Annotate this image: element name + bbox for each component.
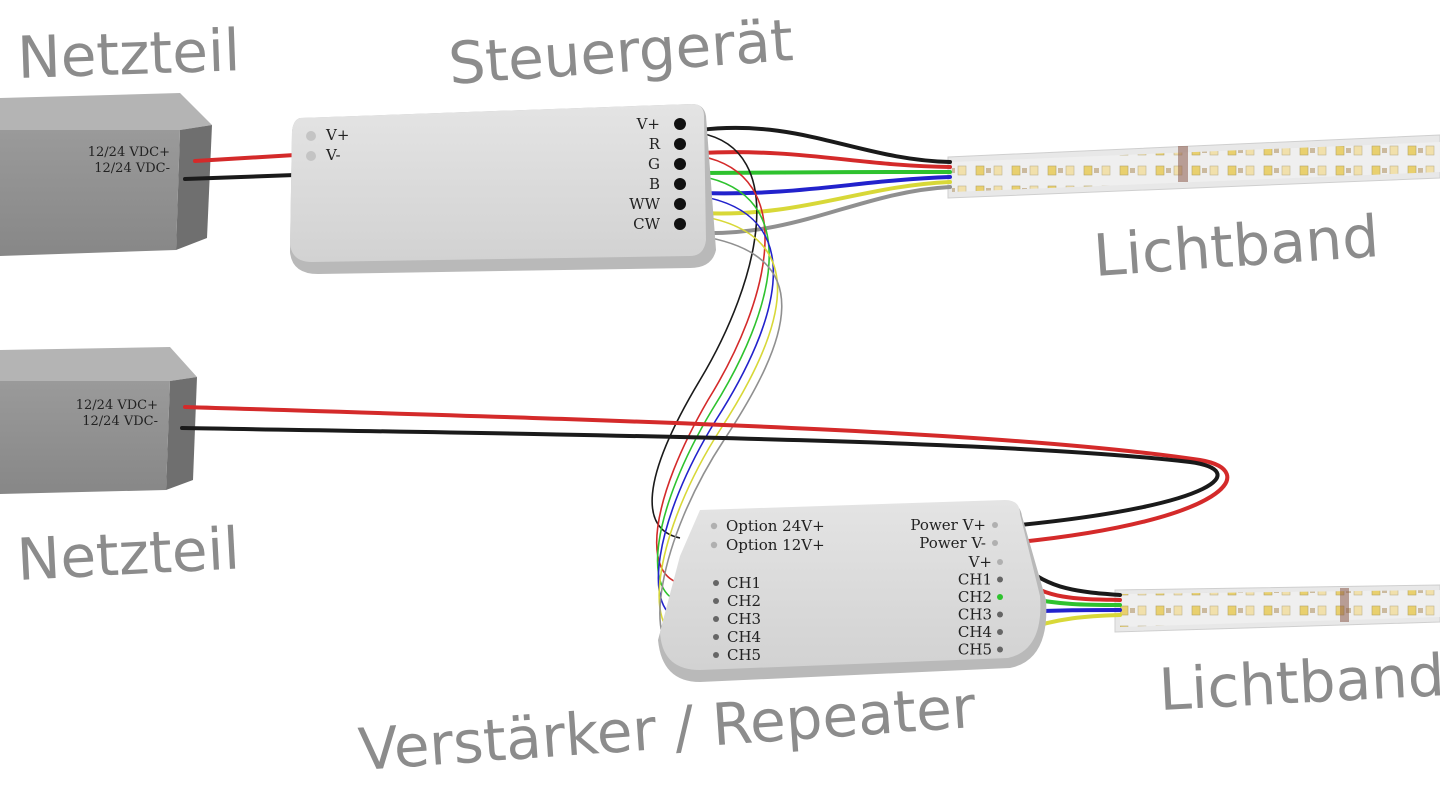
repeater-power-label: Power V- — [919, 534, 986, 552]
psu-bottom-plus-label: 12/24 VDC+ — [76, 398, 158, 413]
repeater-output-terminal — [997, 576, 1003, 583]
power-supply-bottom: 12/24 VDC+ 12/24 VDC- — [0, 347, 197, 494]
repeater-output-terminal — [997, 559, 1003, 565]
controller-input-plus-label: V+ — [325, 126, 349, 144]
power-supply-top: 12/24 VDC+ 12/24 VDC- — [0, 93, 212, 256]
repeater-input-label: CH1 — [727, 574, 761, 592]
controller-to-strip-wires — [698, 125, 952, 236]
repeater-output-terminal — [997, 594, 1003, 600]
controller-output-terminal — [674, 158, 686, 170]
controller-output-terminal — [674, 218, 686, 230]
repeater-option-label: Option 24V+ — [726, 517, 825, 535]
controller-to-repeater-signal-wires — [651, 132, 783, 657]
repeater-option-terminal — [710, 541, 718, 549]
psu-bottom-to-repeater-wires — [180, 405, 1230, 544]
repeater-power-terminal — [992, 522, 998, 528]
repeater-input-terminal — [713, 580, 719, 586]
repeater-output-label: V+ — [968, 553, 992, 571]
repeater-input-terminal — [713, 616, 719, 622]
repeater-input-label: CH3 — [727, 610, 761, 628]
led-strip-bottom — [1114, 584, 1440, 633]
repeater-output-terminal — [997, 646, 1003, 653]
controller-input-minus-label: V- — [325, 146, 341, 164]
repeater-label: Verstärker / Repeater — [356, 673, 978, 784]
netzteil-bottom-label: Netzteil — [15, 514, 241, 594]
lichtband-top-label: Lichtband — [1091, 202, 1381, 290]
repeater-option-terminal — [710, 522, 718, 530]
controller-output-label: B — [649, 175, 660, 193]
controller-output-label: WW — [629, 195, 660, 213]
repeater-input-terminal — [713, 652, 719, 658]
repeater-output-label: CH1 — [958, 571, 992, 589]
controller-box: V+ V- V+ RGB WW CW — [290, 104, 716, 274]
repeater-option-label: Option 12V+ — [726, 536, 825, 554]
controller-output-label: G — [648, 155, 660, 173]
repeater-output-terminal — [997, 629, 1003, 635]
controller-output-label: CW — [633, 215, 660, 233]
psu-bottom-minus-label: 12/24 VDC- — [82, 414, 158, 429]
controller-output-terminal — [674, 178, 686, 190]
repeater-output-label: CH3 — [958, 606, 992, 624]
controller-output-terminal — [674, 138, 686, 150]
strip-cut-marker-bottom — [1340, 588, 1349, 622]
psu-top-plus-label: 12/24 VDC+ — [88, 145, 170, 160]
controller-output-label: R — [649, 135, 661, 153]
repeater-input-label: CH4 — [727, 628, 761, 646]
repeater-input-label: CH2 — [727, 592, 761, 610]
controller-input-minus-terminal — [306, 151, 316, 161]
psu-top-wires — [183, 153, 297, 181]
lichtband-bottom-label: Lichtband — [1157, 641, 1440, 724]
repeater-output-label: CH4 — [958, 623, 992, 641]
repeater-power-label: Power V+ — [910, 516, 986, 534]
netzteil-top-label: Netzteil — [16, 16, 241, 92]
controller-input-plus-terminal — [306, 131, 316, 141]
strip-cut-marker-top — [1178, 146, 1188, 182]
steuergeraet-label: Steuergerät — [446, 6, 795, 98]
repeater-input-terminal — [713, 634, 719, 640]
repeater-input-label: CH5 — [727, 646, 761, 664]
controller-output-terminal — [674, 198, 686, 210]
repeater-output-label: CH5 — [958, 641, 992, 659]
controller-output-label: V+ — [636, 115, 660, 133]
repeater-input-terminal — [713, 598, 719, 604]
led-strip-top — [947, 134, 1440, 199]
psu-top-minus-label: 12/24 VDC- — [94, 161, 170, 176]
repeater-output-label: CH2 — [958, 588, 992, 606]
controller-output-terminal — [674, 118, 686, 130]
repeater-power-terminal — [992, 540, 998, 546]
repeater-output-terminal — [997, 611, 1003, 618]
